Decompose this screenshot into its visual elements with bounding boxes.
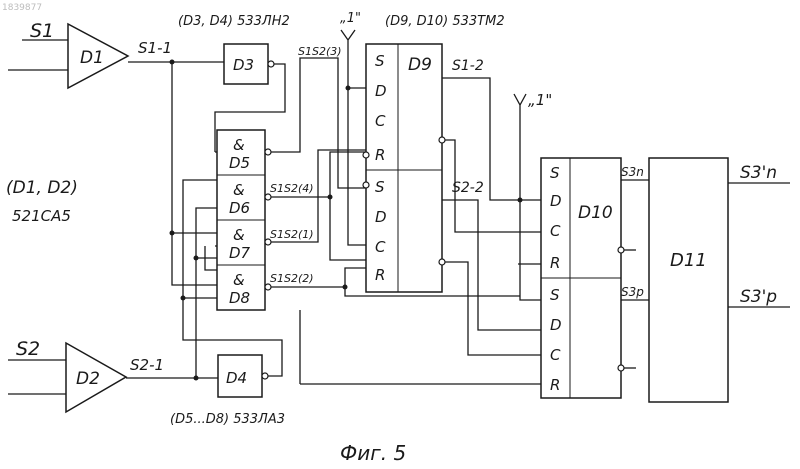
figure-caption: Фиг. 5 (340, 441, 406, 465)
signal-s1-2-label: S1-2 (452, 58, 484, 74)
d9-pin-c1: C (375, 112, 386, 130)
comparator-d1-label: D1 (80, 48, 104, 68)
signal-s1s2-3-label: S1S2(3) (298, 45, 342, 58)
logic-one-d9: „1" (340, 11, 361, 26)
signal-s3n-label: S3n (621, 165, 644, 179)
junction-x1 (181, 296, 186, 301)
inverter-d3-bubble (268, 61, 274, 67)
note-d1-d2-type: 521СА5 (12, 207, 71, 225)
output-s3n-label: S3'n (740, 163, 777, 183)
input-s2-label: S2 (16, 338, 40, 360)
flipflop-d9-label: D9 (408, 55, 432, 75)
d9-pin-r2: R (375, 266, 385, 284)
d10-pin-d2: D (550, 316, 562, 334)
d10-pin-s2: S (550, 286, 560, 304)
logic-one-d9-arrow (341, 30, 366, 245)
nand-d5-bubble (265, 149, 271, 155)
signal-s2-2-label: S2-2 (452, 180, 484, 196)
nand-d8-label: D8 (229, 289, 250, 307)
flipflop-d10-label: D10 (578, 203, 613, 223)
d10-q2-bubble (618, 365, 624, 371)
note-d3-d4: (D3, D4) 533ЛН2 (178, 14, 290, 29)
d10-pin-c1: C (550, 222, 561, 240)
d9-pin-c2: C (375, 238, 386, 256)
d10-pin-d1: D (550, 192, 562, 210)
signal-s3p-label: S3p (621, 285, 644, 299)
note-d9-d10: (D9, D10) 533ТМ2 (385, 14, 505, 29)
d9-q1-bubble (439, 137, 445, 143)
inverter-d4-bubble (262, 373, 268, 379)
d10-pin-r2: R (550, 376, 560, 394)
junction-s2-1 (194, 376, 199, 381)
input-s1-label: S1 (30, 20, 54, 42)
signal-s1s2-2-label: S1S2(2) (270, 272, 314, 285)
wire-s2-2 (442, 200, 541, 330)
d9-q2-bubble (439, 259, 445, 265)
d10-pin-s1: S (550, 164, 560, 182)
output-s3p-label: S3'p (740, 287, 777, 307)
junction-s1-1 (170, 60, 175, 65)
d9-pin-d2: D (375, 208, 387, 226)
signal-s1s2-1-label: S1S2(1) (270, 228, 314, 241)
d9-pin-d1: D (375, 82, 387, 100)
d9-pin-r1: R (375, 146, 385, 164)
nand-d6-amp: & (233, 181, 245, 199)
signal-s1-1-label: S1-1 (138, 39, 172, 57)
d10-q1-bubble (618, 247, 624, 253)
bus-s1-1 (172, 62, 217, 285)
logic-one-d10: „1" (528, 91, 552, 109)
d9-r1-bubble (363, 152, 369, 158)
signal-s1s2-4-label: S1S2(4) (270, 182, 314, 195)
nand-d5-label: D5 (229, 154, 250, 172)
wire-d9-q2 (445, 262, 541, 355)
nand-d6-label: D6 (229, 199, 250, 217)
nand-d7-label: D7 (229, 244, 251, 262)
nand-d8-amp: & (233, 271, 245, 289)
wire-d10-r2 (300, 310, 541, 384)
d10-pin-c2: C (550, 346, 561, 364)
inverter-d4-label: D4 (226, 369, 247, 387)
block-d11 (649, 158, 728, 402)
nand-d5-amp: & (233, 136, 245, 154)
junction-s2-1b (194, 256, 199, 261)
note-d1-d2: (D1, D2) (6, 178, 78, 198)
d10-pin-r1: R (550, 254, 560, 272)
d9-pin-s2: S (375, 178, 385, 196)
junction-s1-1b (170, 231, 175, 236)
note-d5-d8: (D5...D8) 533ЛА3 (170, 412, 285, 427)
signal-s2-1-label: S2-1 (130, 356, 164, 374)
corner-mark: 1839877 (2, 3, 42, 13)
inverter-d3-label: D3 (233, 56, 254, 74)
logic-one-d10-arrow (514, 94, 541, 300)
wire-d3-out (215, 64, 285, 152)
d9-pin-s1: S (375, 52, 385, 70)
d9-s2-bubble (363, 182, 369, 188)
comparator-d2-label: D2 (76, 369, 100, 389)
block-d11-label: D11 (670, 250, 707, 271)
nand-d7-amp: & (233, 226, 245, 244)
